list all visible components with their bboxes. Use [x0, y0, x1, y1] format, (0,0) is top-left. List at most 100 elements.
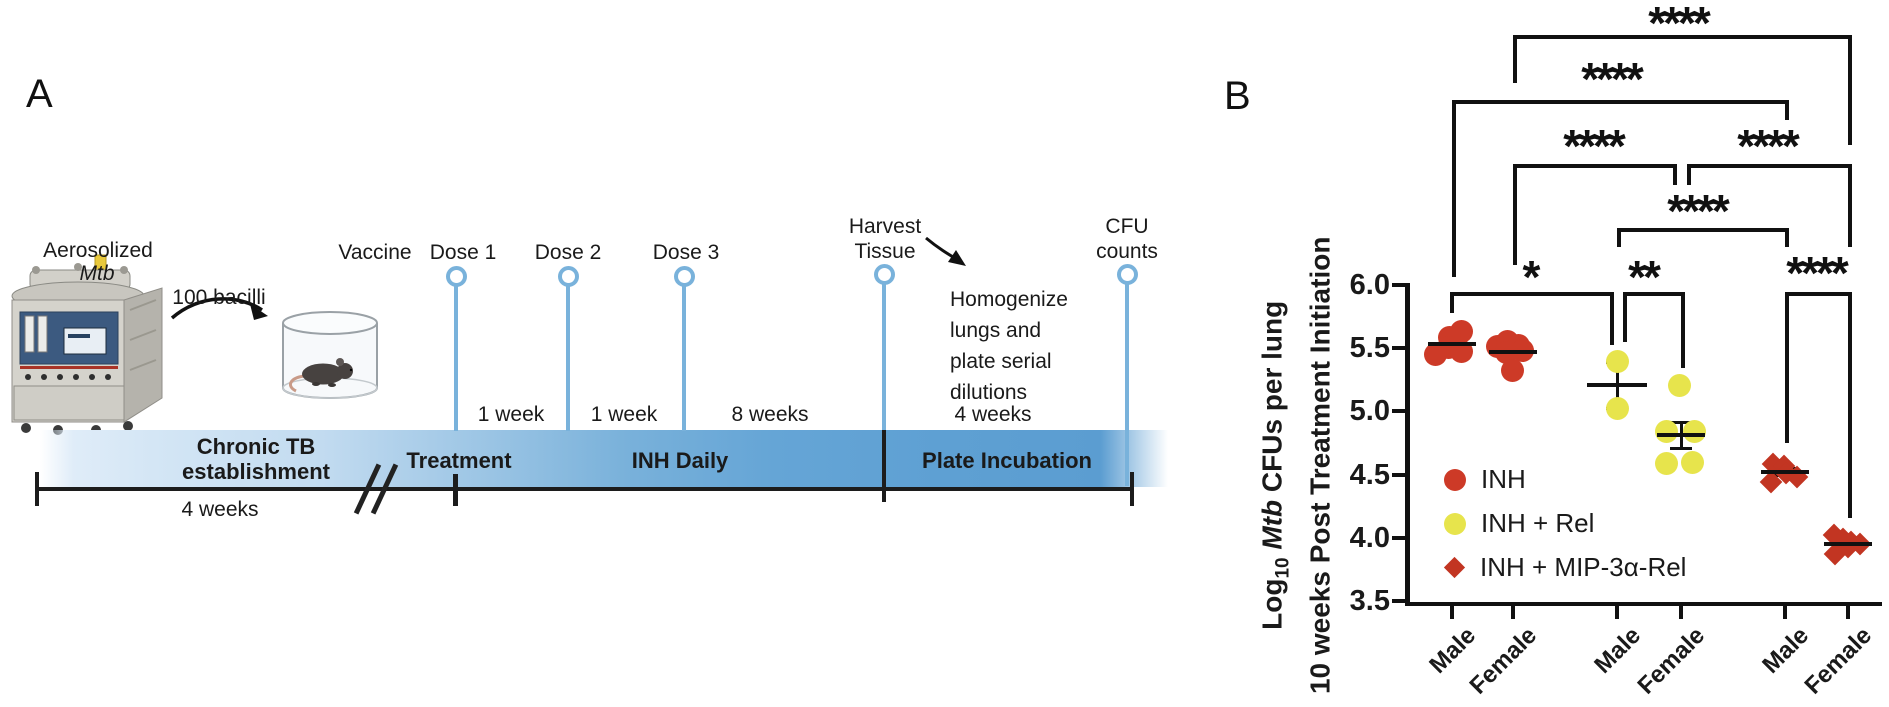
panel-a-illustrations [11, 236, 966, 435]
significance-bracket-leg [1785, 292, 1789, 443]
y-tick-label: 4.0 [1349, 521, 1390, 554]
y-tick-label: 5.0 [1349, 395, 1390, 428]
significance-bracket-line [1617, 228, 1789, 232]
bar-chronic-line2: establishment [182, 459, 330, 484]
harvest-divider [882, 429, 886, 502]
timeline-end-tick [1130, 472, 1134, 506]
mean-line [1824, 542, 1872, 547]
significance-bracket-line [1452, 100, 1789, 104]
y-tick-label: 3.5 [1349, 585, 1390, 617]
homogenize-line: lungs and [950, 319, 1042, 342]
legend-diamond-icon [1443, 556, 1466, 579]
x-tick [1783, 606, 1787, 619]
legend-label: INH [1481, 464, 1526, 494]
significance-stars: ** [1628, 251, 1661, 303]
cfu-label-line1: CFU [1105, 215, 1149, 238]
treatment-start-tick [453, 474, 458, 506]
data-point [1681, 451, 1704, 475]
panel-b-letter: B [1224, 74, 1251, 118]
data-point [1683, 419, 1706, 443]
significance-bracket-leg [1513, 35, 1517, 83]
y-tick-label: 4.5 [1349, 458, 1390, 491]
legend-circle-icon [1444, 468, 1466, 491]
significance-bracket-leg [1623, 292, 1627, 342]
significance-bracket-line [1687, 164, 1852, 168]
y-tick-label: 5.5 [1349, 332, 1390, 365]
dose3-pin-icon [674, 266, 695, 287]
gap-4weeks: 4 weeks [954, 403, 1032, 426]
dose1-pin-icon [446, 266, 467, 287]
mouse-illustration [288, 358, 353, 393]
cfu-pin-icon [1117, 264, 1138, 285]
machine-clamp [32, 266, 40, 274]
y-tick [1392, 472, 1405, 477]
significance-bracket-leg [1687, 164, 1691, 185]
bacilli-label: 100 bacilli [172, 286, 266, 309]
harvest-arrow [925, 236, 966, 266]
cfu-label-line2: counts [1096, 240, 1158, 263]
significance-bracket-leg [1513, 164, 1517, 265]
data-point [1424, 342, 1447, 366]
significance-bracket-leg [1848, 292, 1852, 518]
significance-stars: * [1522, 251, 1541, 303]
legend-circle-icon [1444, 512, 1466, 535]
bar-treatment-label: Treatment [406, 448, 512, 473]
significance-stars: **** [1581, 53, 1644, 105]
mean-line [1761, 470, 1809, 475]
significance-bracket-line [1513, 35, 1852, 39]
harvest-label-line1: Harvest [848, 215, 922, 238]
dose1-pin-stem [454, 283, 458, 431]
significance-bracket-leg [1785, 100, 1789, 120]
significance-bracket-line [1513, 164, 1677, 168]
homogenize-line: plate serial [950, 350, 1052, 373]
panel-a-letter: A [26, 72, 53, 116]
aerosol-chamber-illustration [11, 254, 163, 435]
legend-label: INH + MIP-3α-Rel [1480, 552, 1687, 582]
significance-bracket-leg [1450, 292, 1454, 313]
data-point [1668, 374, 1691, 398]
machine-screen [63, 327, 107, 355]
significance-stars: **** [1786, 247, 1849, 299]
legend-label: INH + Rel [1481, 508, 1595, 538]
significance-bracket-line [1785, 292, 1852, 296]
significance-bracket-leg [1848, 35, 1852, 145]
error-bar-cap [1670, 447, 1692, 451]
dose3-pin-stem [682, 283, 686, 431]
timeline-bar [40, 430, 1168, 487]
x-tick [1450, 606, 1454, 619]
significance-bracket-leg [1848, 164, 1852, 247]
y-tick [1392, 409, 1405, 414]
mean-line [1489, 349, 1537, 354]
x-tick [1615, 606, 1619, 619]
significance-bracket-leg [1617, 228, 1621, 247]
aerosolized-label: Aerosolized [43, 239, 153, 262]
bar-chronic-line1: Chronic TB [196, 434, 316, 459]
significance-bracket-leg [1681, 292, 1685, 368]
significance-stars: **** [1737, 120, 1800, 172]
mtb-label: Mtb [79, 262, 115, 285]
y-tick [1392, 283, 1405, 287]
mouse-container-illustration [282, 311, 378, 399]
error-bar-cap [1670, 420, 1692, 424]
vaccine-label: Vaccine [338, 241, 412, 264]
y-tick-label: 6.0 [1349, 269, 1390, 301]
legend-item: INH [1444, 464, 1526, 495]
mean-line [1657, 433, 1705, 438]
dose2-label: Dose 2 [534, 241, 602, 264]
data-point [1501, 358, 1524, 382]
y-tick [1392, 346, 1405, 351]
significance-bracket-leg [1610, 292, 1614, 345]
x-tick [1511, 606, 1515, 619]
x-axis-line [1405, 602, 1882, 606]
significance-stars: **** [1648, 0, 1711, 49]
harvest-pin-icon [874, 264, 895, 285]
bar-plate-incubation-label: Plate Incubation [922, 448, 1092, 473]
y-tick [1392, 535, 1405, 540]
homogenize-line: dilutions [950, 381, 1028, 404]
timeline-start-tick [35, 472, 39, 506]
y-axis-line [1405, 283, 1410, 606]
significance-bracket-leg [1673, 164, 1677, 185]
